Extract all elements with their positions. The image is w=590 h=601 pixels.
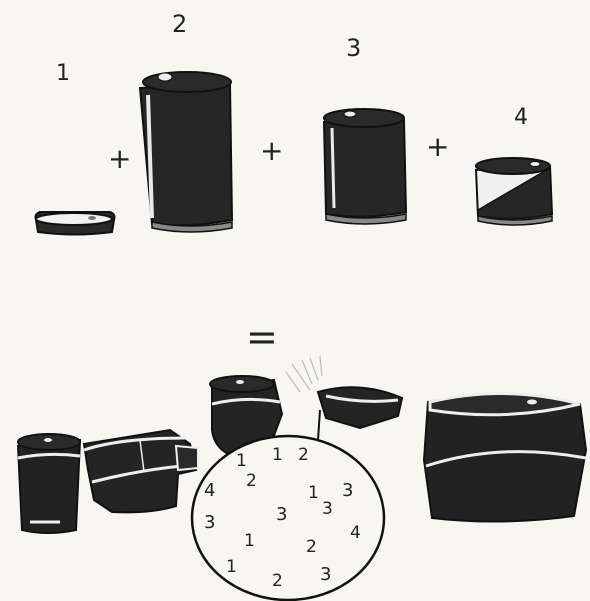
circle-number: 3 [276, 504, 287, 525]
piece-2-tall-cylinder [140, 72, 232, 232]
piece-4-short-cylinder [476, 158, 552, 225]
label-3: 3 [346, 34, 361, 62]
circle-number: 2 [272, 571, 283, 591]
broken-piece-large-right [424, 393, 586, 521]
circle-number: 1 [244, 531, 255, 551]
label-2: 2 [172, 10, 187, 38]
circle-number: 2 [298, 445, 309, 465]
circle-number: 1 [226, 557, 237, 577]
circle-number: 3 [204, 512, 215, 533]
circle-number: 3 [322, 499, 333, 519]
plus-sign-3: + [426, 130, 449, 163]
plus-sign-1: + [108, 142, 131, 175]
circle-number: 1 [308, 483, 319, 503]
circle-number: 2 [246, 471, 257, 491]
circle-number: 4 [204, 480, 215, 501]
plus-sign-2: + [260, 134, 283, 167]
piece-1-flat-disc [36, 212, 115, 235]
circle-number: 1 [272, 445, 283, 465]
label-1: 1 [56, 61, 70, 86]
circle-number: 3 [342, 480, 353, 501]
label-4: 4 [514, 105, 528, 130]
circle-number: 2 [306, 537, 317, 557]
piece-3-medium-cylinder [324, 109, 406, 224]
broken-piece-left [18, 434, 80, 533]
equals-sign: = [246, 315, 278, 359]
circle-number: 4 [350, 523, 361, 543]
circle-number: 1 [236, 451, 247, 471]
mixed-pieces-circle [192, 436, 384, 600]
circle-number: 3 [320, 564, 331, 585]
